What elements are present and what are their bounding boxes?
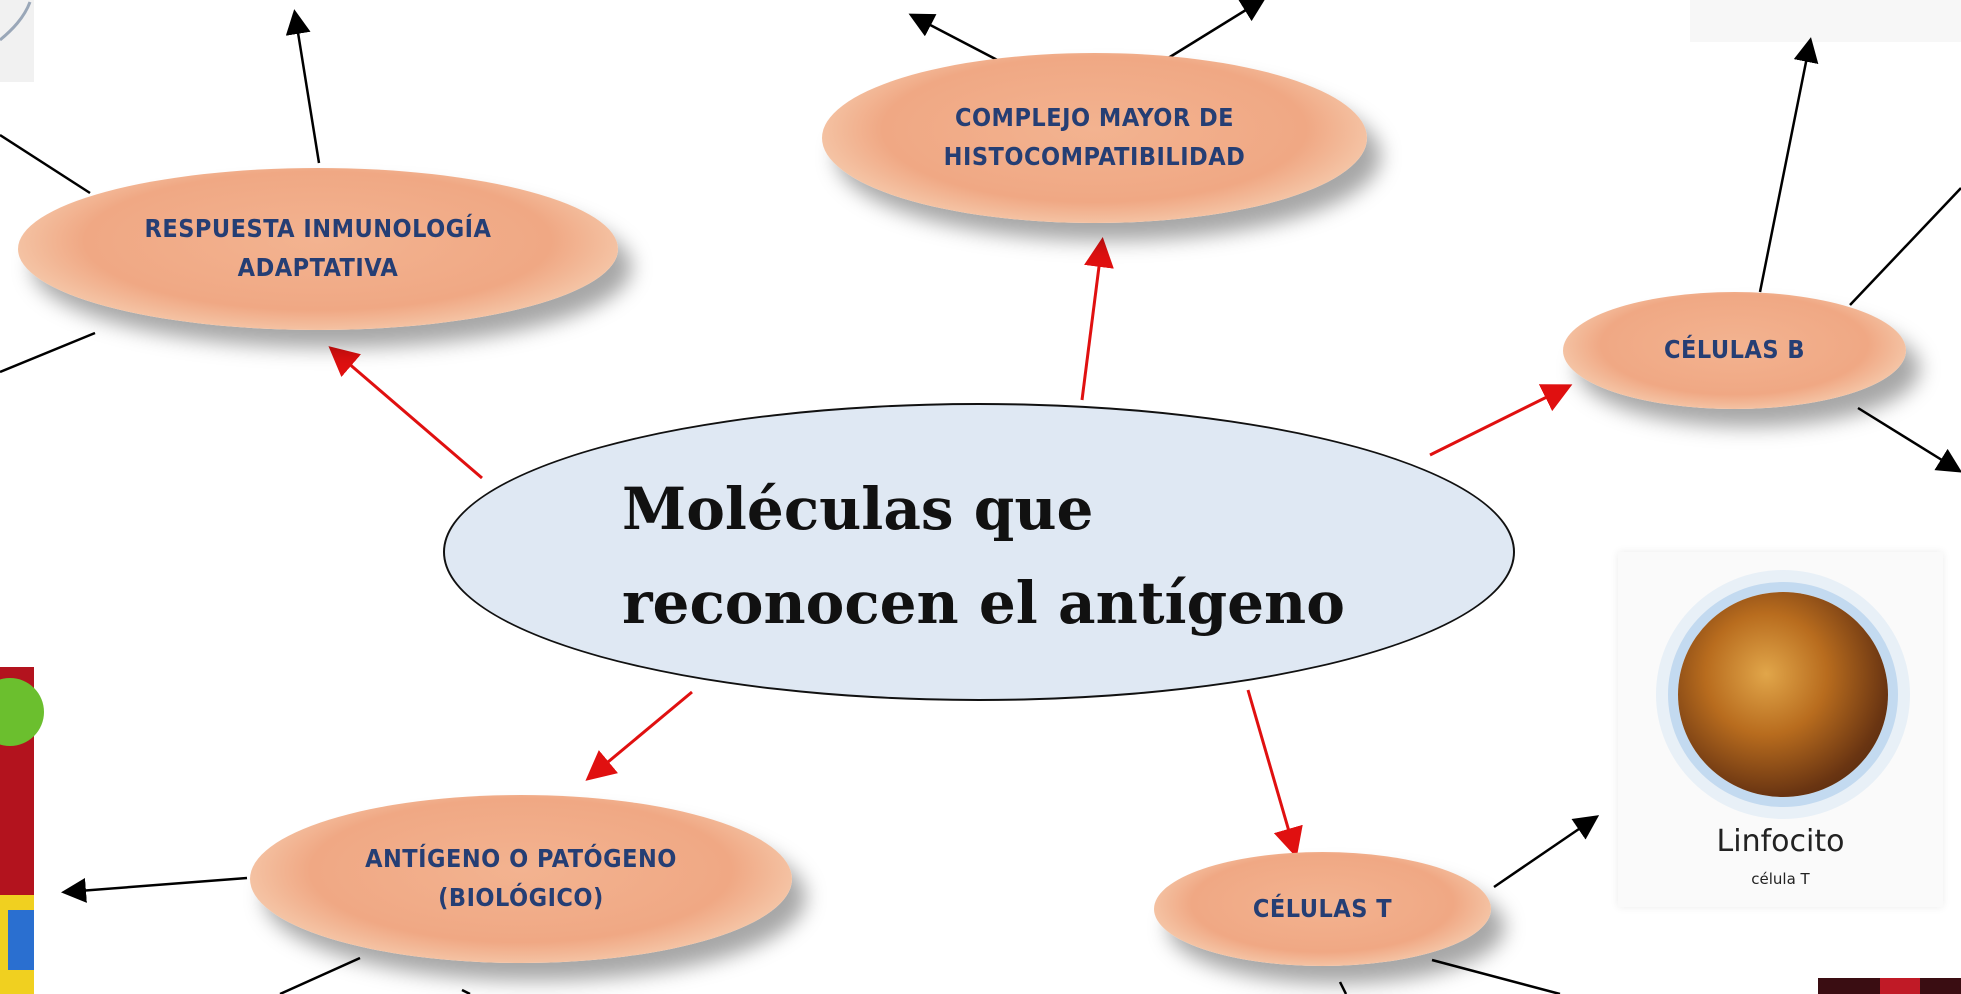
black-line-celulas-t-down	[1431, 958, 1561, 994]
node-celulas-t: CÉLULAS T	[1154, 852, 1491, 966]
black-line-celulas-t-down-2	[1338, 981, 1348, 994]
black-line-respuesta-left-top	[0, 133, 91, 195]
arrow-to-celulas-b	[1429, 384, 1573, 457]
black-arrow-complejo-left	[908, 13, 1006, 66]
black-line-celulas-b-right	[1849, 187, 1961, 306]
edge-image-top-left	[0, 0, 34, 82]
node-antigeno: ANTÍGENO O PATÓGENO (BIOLÓGICO)	[250, 795, 792, 963]
arrow-to-respuesta	[328, 346, 483, 480]
arrow-to-celulas-t	[1246, 689, 1303, 858]
linfocito-sublabel: célula T	[1751, 870, 1810, 888]
node-respuesta-inmunologia: RESPUESTA INMUNOLOGÍA ADAPTATIVA	[18, 168, 618, 330]
black-arrow-antigeno-left	[61, 876, 248, 903]
lymphocyte-cell-illustration	[1678, 592, 1888, 797]
edge-image-left-colorful	[0, 667, 44, 994]
black-arrow-celulas-b-down	[1857, 406, 1961, 473]
node-celulas-b-label: CÉLULAS B	[1664, 335, 1805, 365]
edge-image-top-right	[1690, 0, 1961, 42]
arrow-to-complejo	[1080, 237, 1114, 401]
black-line-respuesta-left-bottom	[0, 331, 96, 374]
black-line-antigeno-bottom-2	[461, 988, 471, 994]
node-antigeno-label: ANTÍGENO O PATÓGENO (BIOLÓGICO)	[365, 844, 677, 912]
node-respuesta-label: RESPUESTA INMUNOLOGÍA ADAPTATIVA	[144, 214, 492, 282]
node-complejo-mayor: COMPLEJO MAYOR DE HISTOCOMPATIBILIDAD	[822, 53, 1367, 223]
black-arrow-complejo-right	[1164, 0, 1267, 62]
linfocito-image: Linfocito célula T	[1618, 552, 1943, 907]
central-ellipse	[443, 403, 1515, 701]
node-complejo-label: COMPLEJO MAYOR DE HISTOCOMPATIBILIDAD	[943, 103, 1246, 171]
linfocito-label: Linfocito	[1716, 824, 1845, 859]
node-celulas-b: CÉLULAS B	[1563, 292, 1906, 409]
node-celulas-t-label: CÉLULAS T	[1252, 893, 1393, 923]
edge-image-bottom-right	[1818, 978, 1961, 994]
black-arrow-celulas-b-up	[1758, 37, 1819, 293]
arrow-to-antigeno	[585, 690, 693, 781]
black-line-antigeno-bottom	[279, 956, 361, 994]
black-arrow-respuesta-up	[285, 9, 321, 164]
black-arrow-celulas-t-up	[1493, 815, 1600, 889]
central-title: Moléculas que reconocen el antígeno	[622, 475, 1345, 637]
